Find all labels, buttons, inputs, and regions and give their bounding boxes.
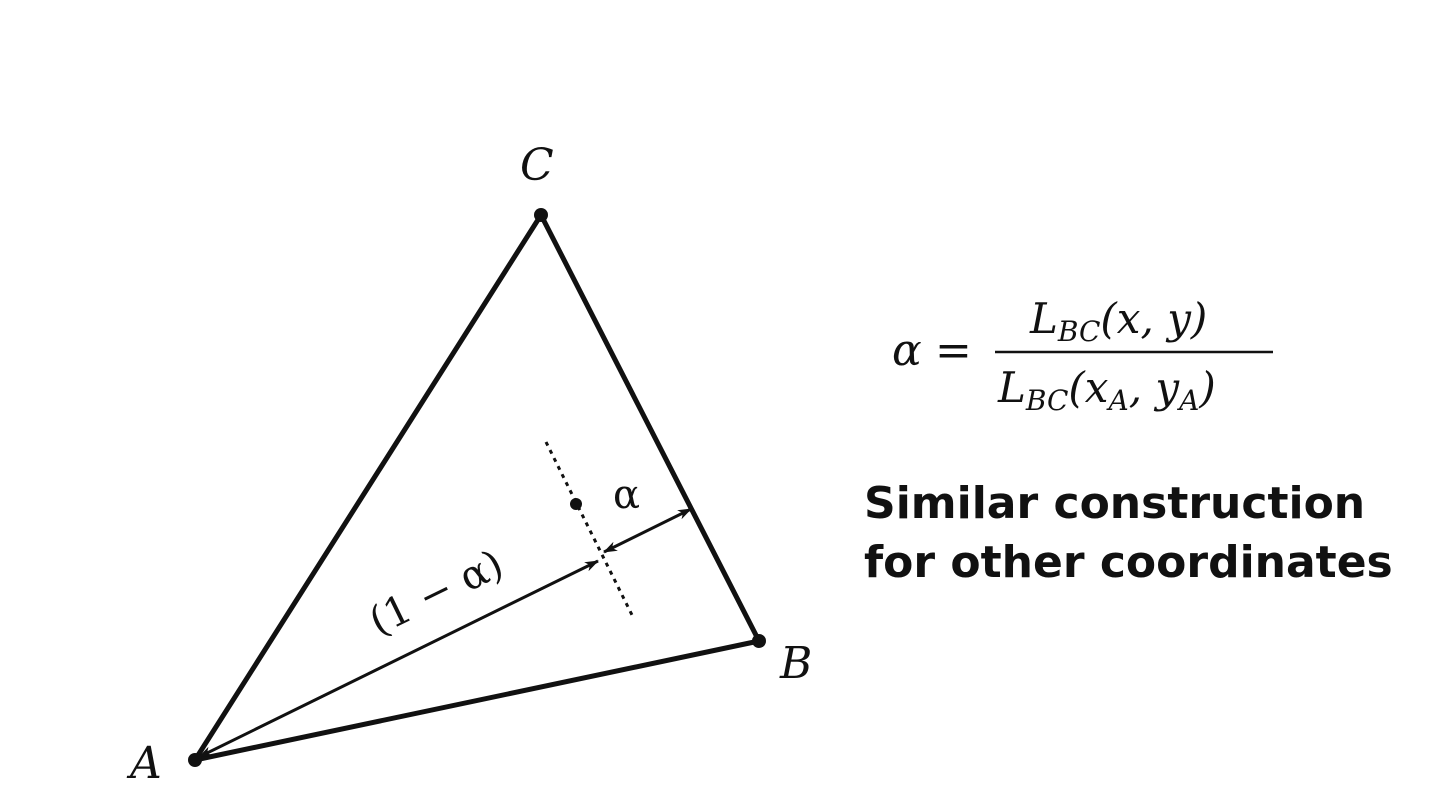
denominator-sub-a1: A bbox=[1106, 384, 1129, 417]
vertex-a-dot bbox=[188, 753, 202, 767]
formula-denominator: LBC(xA, yA) bbox=[997, 363, 1216, 417]
triangle bbox=[192, 212, 762, 763]
numerator-subscript: BC bbox=[1057, 315, 1101, 348]
arrow-one-minus-alpha bbox=[198, 559, 599, 759]
vertex-c-label: C bbox=[520, 140, 554, 191]
vertex-a-label: A bbox=[126, 738, 162, 789]
alpha-formula: α = LBC(x, y) LBC(xA, yA) bbox=[892, 294, 1273, 417]
caption-line-2: for other coordinates bbox=[864, 537, 1393, 588]
vertex-b-label: B bbox=[779, 638, 812, 689]
edge-ac bbox=[192, 212, 544, 763]
denominator-close: ) bbox=[1198, 363, 1215, 412]
vertex-c-dot bbox=[534, 208, 548, 222]
formula-numerator: LBC(x, y) bbox=[1029, 294, 1207, 348]
interior-point bbox=[570, 498, 582, 510]
one-minus-alpha-label: (1 − α) bbox=[362, 541, 510, 645]
formula-lhs: α bbox=[892, 325, 922, 376]
denominator-mid: , y bbox=[1129, 363, 1181, 412]
level-line-dotted bbox=[544, 441, 634, 616]
caption: Similar construction for other coordinat… bbox=[864, 474, 1393, 592]
numerator-l: L bbox=[1029, 294, 1058, 343]
formula-equals: = bbox=[935, 325, 972, 376]
numerator-args: (x, y) bbox=[1100, 294, 1207, 343]
alpha-label: α bbox=[613, 472, 640, 518]
denominator-l: L bbox=[997, 363, 1026, 412]
denominator-subscript: BC bbox=[1025, 384, 1069, 417]
denominator-sub-a2: A bbox=[1176, 384, 1199, 417]
arrow-alpha bbox=[603, 507, 692, 554]
denominator-open: (x bbox=[1068, 363, 1108, 412]
caption-line-1: Similar construction bbox=[864, 478, 1366, 529]
edge-ab bbox=[192, 638, 762, 763]
vertex-b-dot bbox=[752, 634, 766, 648]
edge-cb bbox=[538, 212, 762, 644]
